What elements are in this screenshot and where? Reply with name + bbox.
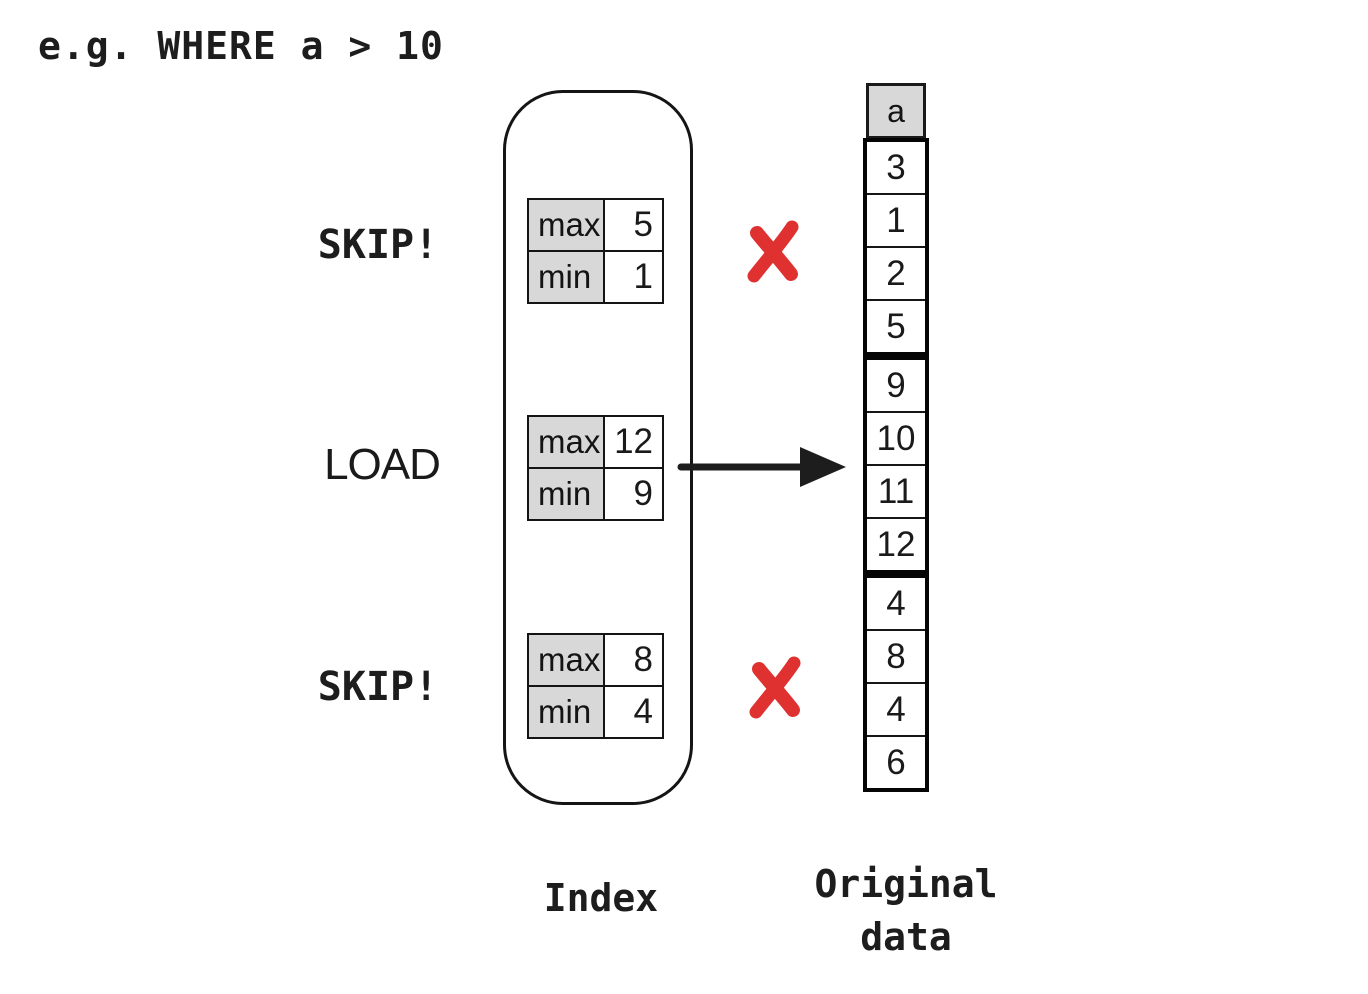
original-data-caption: Original data [778, 858, 1034, 964]
index-entry-1-action-label: LOAD [324, 440, 441, 489]
column-header-cell: a [866, 83, 926, 139]
max-value: 12 [605, 417, 662, 467]
query-example-label: e.g. WHERE a > 10 [38, 24, 444, 68]
max-value: 5 [605, 200, 662, 250]
original-data-caption-line2: data [860, 915, 952, 959]
minmax-table-2: max 8 min 4 [527, 633, 664, 739]
skip-cross-icon [749, 656, 801, 719]
min-row-label: min [529, 252, 603, 302]
data-block-1: 9 10 11 12 [863, 356, 929, 574]
data-cell: 4 [867, 684, 925, 737]
data-cell: 11 [867, 466, 925, 519]
min-row-label: min [529, 469, 603, 519]
data-block-0: 3 1 2 5 [863, 138, 929, 356]
data-cell: 3 [867, 142, 925, 195]
skip-cross-icon [747, 220, 799, 283]
max-row-label: max [529, 417, 603, 467]
min-value: 9 [605, 469, 662, 519]
minmax-table-0: max 5 min 1 [527, 198, 664, 304]
data-cell: 9 [867, 360, 925, 413]
index-entry-0-action-label: SKIP! [317, 222, 439, 268]
index-caption: Index [543, 876, 659, 920]
original-data-caption-line1: Original [814, 862, 998, 906]
data-cell: 8 [867, 631, 925, 684]
max-value: 8 [605, 635, 662, 685]
data-block-2: 4 8 4 6 [863, 574, 929, 792]
data-cell: 10 [867, 413, 925, 466]
data-cell: 2 [867, 248, 925, 301]
data-cell: 4 [867, 578, 925, 631]
min-value: 1 [605, 252, 662, 302]
data-cell: 6 [886, 742, 906, 782]
data-cell: 1 [867, 195, 925, 248]
max-row-label: max [529, 635, 603, 685]
min-row-label: min [529, 687, 603, 737]
data-cell: 12 [876, 524, 916, 564]
data-cell: 5 [886, 306, 906, 346]
load-arrow-icon [677, 447, 846, 487]
index-entry-2-action-label: SKIP! [317, 664, 439, 710]
min-value: 4 [605, 687, 662, 737]
max-row-label: max [529, 200, 603, 250]
minmax-table-1: max 12 min 9 [527, 415, 664, 521]
